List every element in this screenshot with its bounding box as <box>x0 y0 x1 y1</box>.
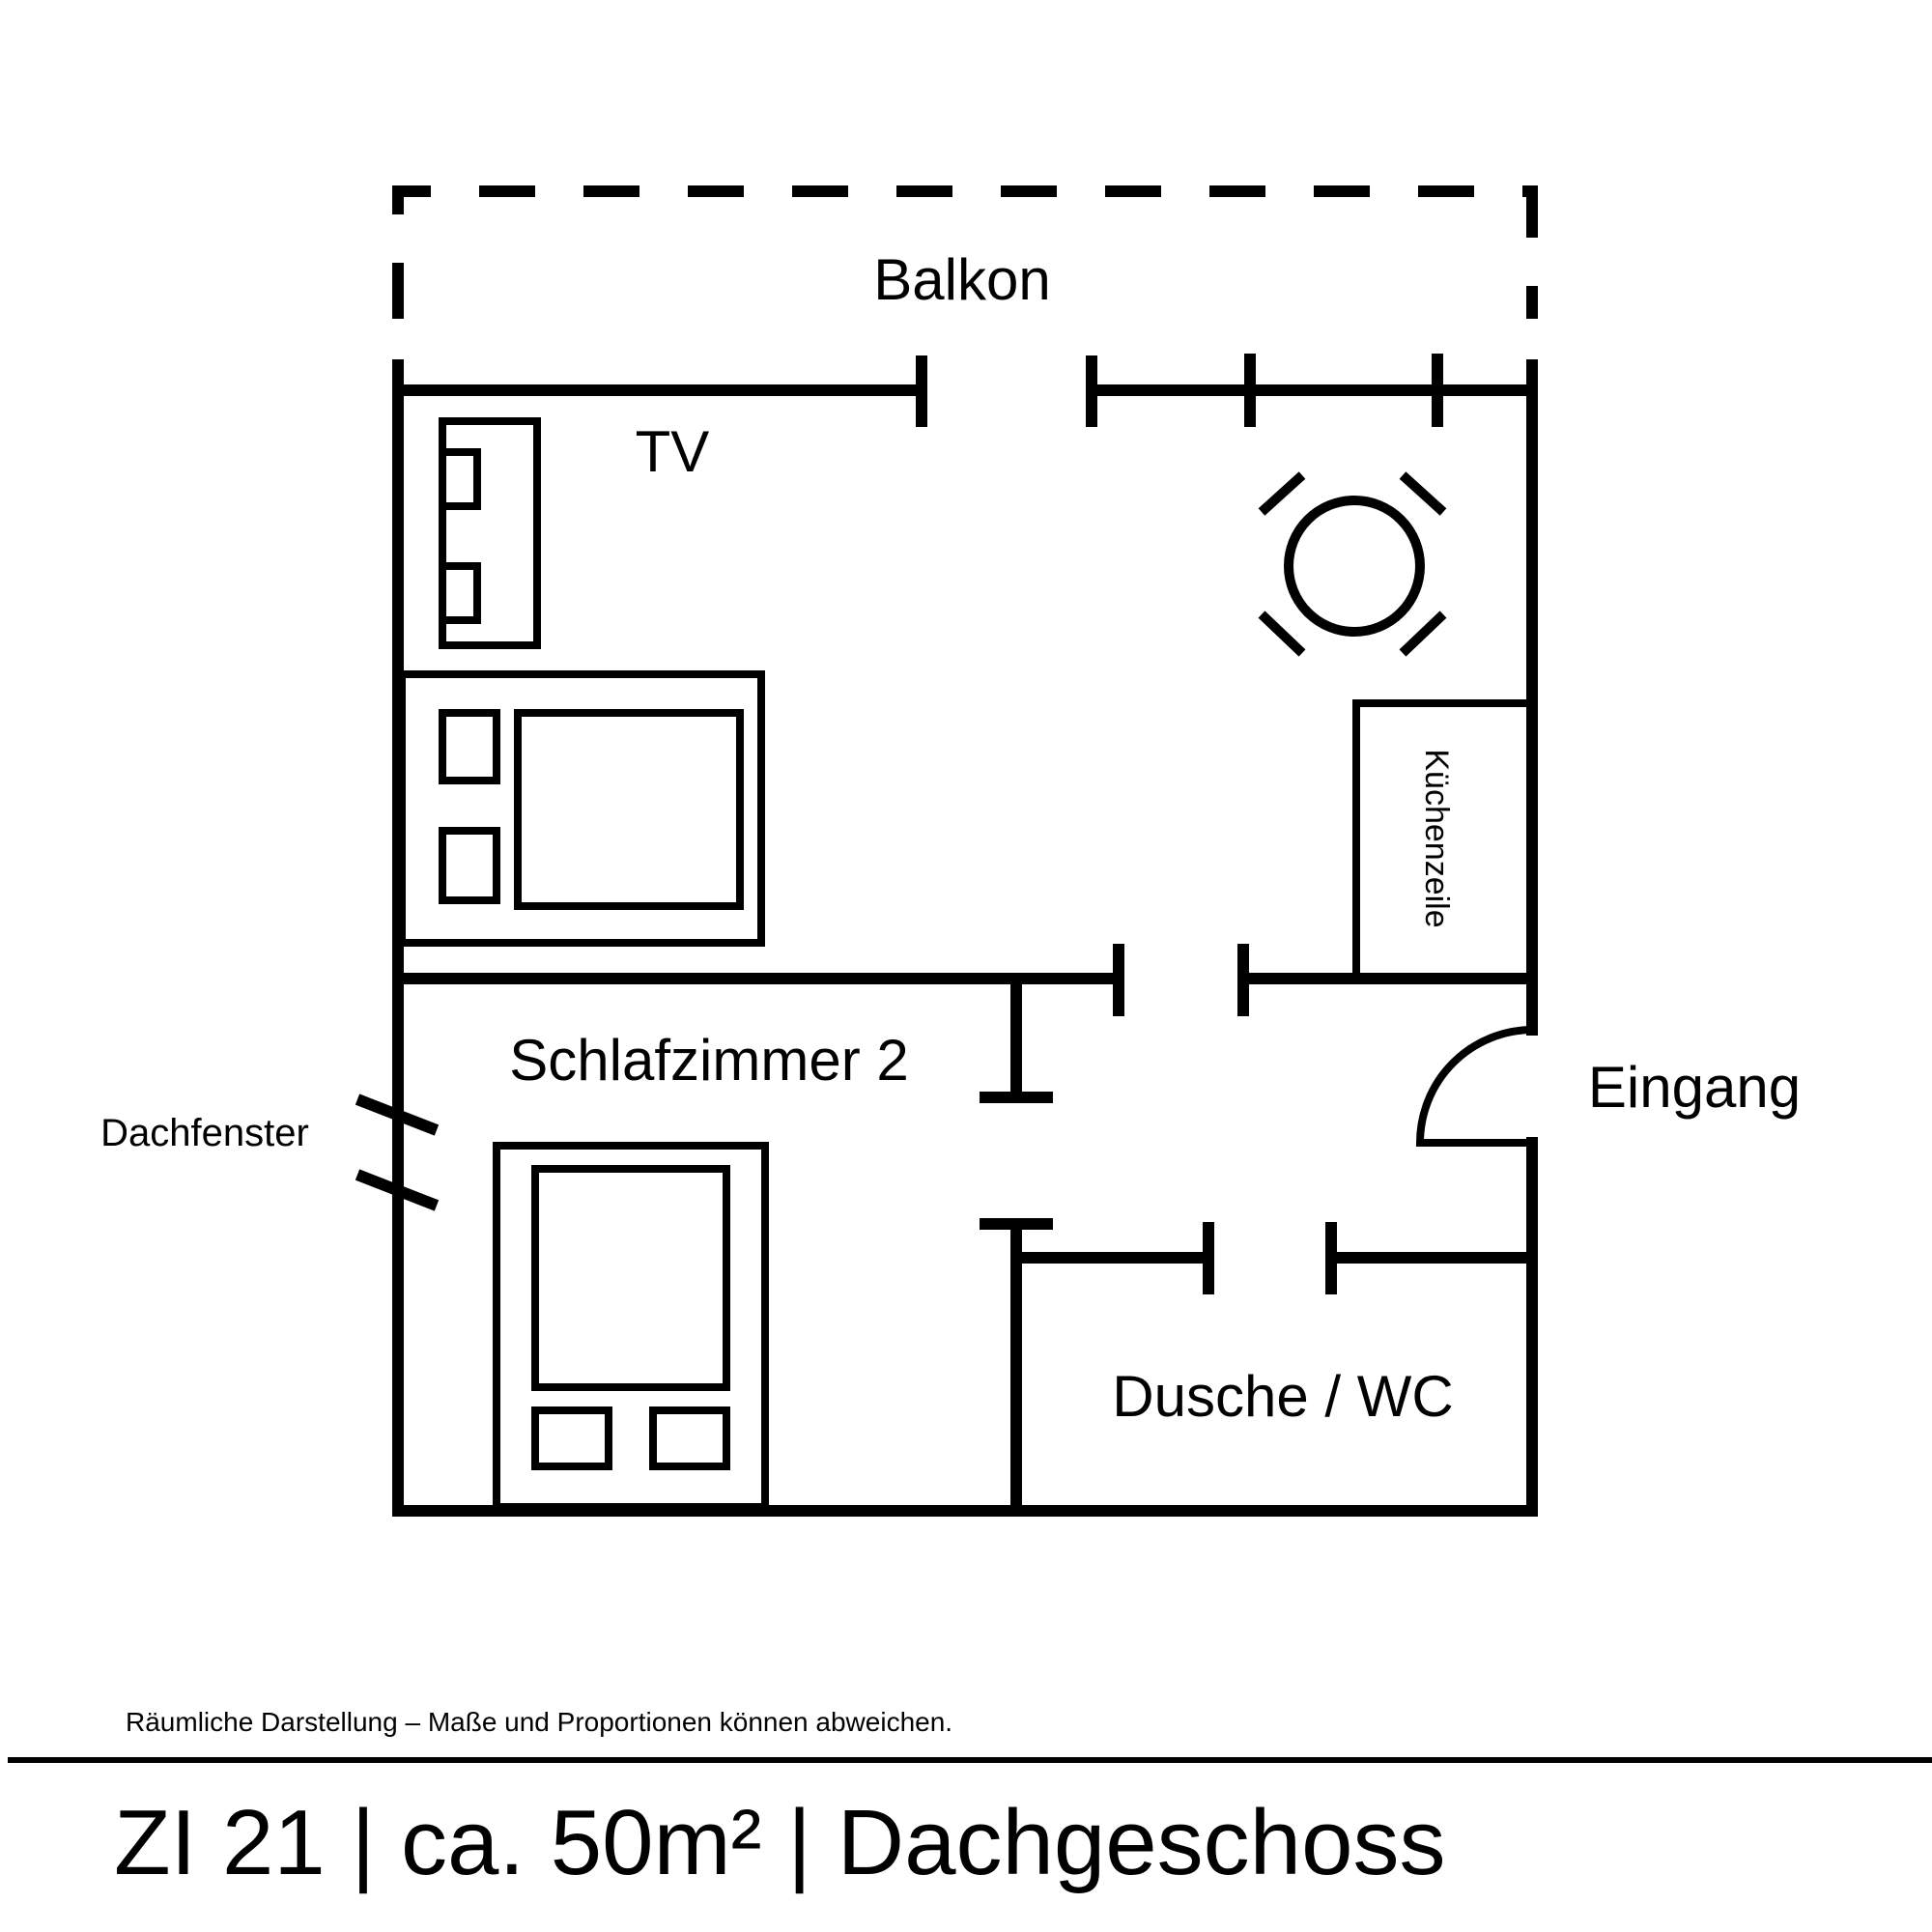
bed <box>493 1142 769 1511</box>
skylight-label: Dachfenster <box>100 1112 309 1154</box>
disclaimer-text: Räumliche Darstellung – Maße und Proport… <box>126 1707 952 1737</box>
exterior-walls <box>392 359 1538 1517</box>
balcony-wall-caps <box>916 354 1443 427</box>
bathroom-label: Dusche / WC <box>1112 1364 1453 1429</box>
skylight-marks <box>355 1094 440 1211</box>
tv-label: TV <box>636 419 710 484</box>
kitchenette-counter <box>1352 699 1534 981</box>
balcony-label: Balkon <box>873 247 1050 312</box>
kitchenette-label: Küchenzeile <box>1418 749 1455 927</box>
double-bed <box>398 670 765 947</box>
plan-title: ZI 21 | ca. 50m² | Dachgeschoss <box>114 1791 1445 1894</box>
bedroom-label: Schlafzimmer 2 <box>509 1028 908 1093</box>
sofa <box>439 417 541 649</box>
entrance-label: Eingang <box>1588 1055 1801 1120</box>
dining-table <box>1258 471 1447 657</box>
entrance-door <box>1415 1026 1533 1147</box>
